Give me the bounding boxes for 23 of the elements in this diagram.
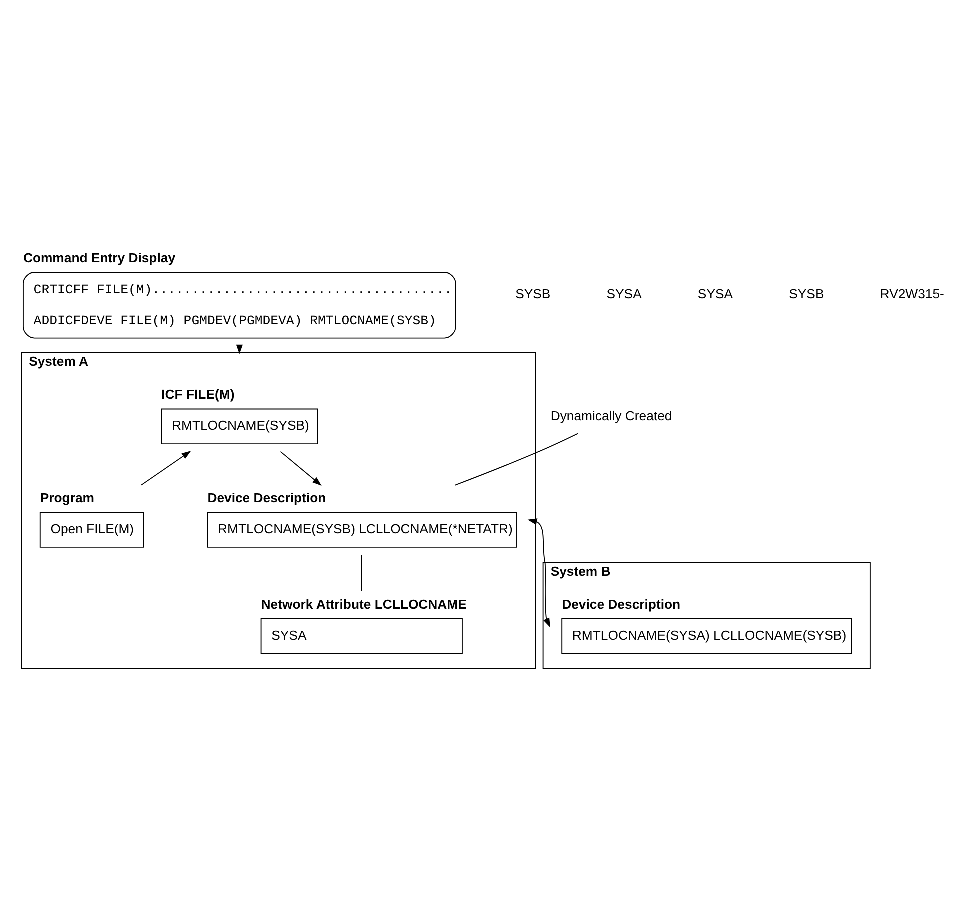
node-box: Open FILE(M)	[40, 512, 144, 548]
label: SYSA	[606, 286, 642, 302]
arrow	[280, 451, 322, 486]
label: SYSA	[698, 286, 734, 302]
node-box: RMTLOCNAME(SYSA) LCLLOCNAME(SYSB)	[562, 618, 852, 654]
node-label: Program	[40, 490, 94, 506]
node-label: Device Description	[208, 490, 326, 506]
connector	[361, 554, 362, 592]
arrow	[141, 451, 192, 486]
node-box: RMTLOCNAME(SYSB)	[161, 408, 318, 445]
node-label: ICF FILE(M)	[162, 387, 235, 402]
node-text: Dynamically Created	[550, 408, 672, 424]
arrow	[528, 518, 550, 628]
label: RV2W315-	[880, 286, 944, 302]
node-label: Network Attribute LCLLOCNAME	[261, 596, 467, 612]
label: SYSB	[516, 286, 551, 302]
node-box: RMTLOCNAME(SYSB) LCLLOCNAME(*NETATR)	[207, 512, 518, 548]
node-box: SYSA	[260, 618, 463, 654]
node-label: Command Entry Display	[23, 250, 176, 266]
label: SYSB	[789, 286, 824, 302]
node-box: CRTICFF FILE(M)...................................... ADDICFDEVE FILE(M) PGMDEV(PGMDEVA) RMTLOCNAME(SYSB)	[23, 272, 456, 339]
connector	[454, 433, 578, 486]
node-label: Device Description	[562, 596, 681, 612]
